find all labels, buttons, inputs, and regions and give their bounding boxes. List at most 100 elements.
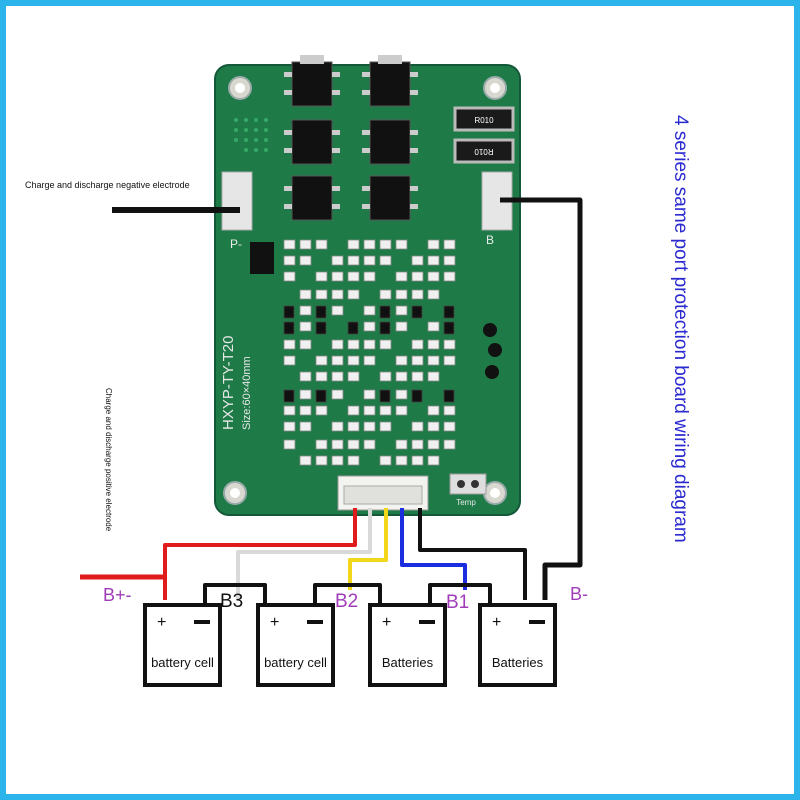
mosfet: [362, 55, 418, 107]
smd-component: [363, 255, 376, 266]
smd-component: [315, 271, 328, 282]
smd-component: [347, 239, 360, 250]
smd-component: [347, 271, 360, 282]
smd-component: [427, 339, 440, 350]
b1-label: B1: [446, 592, 469, 613]
smd-component: [331, 455, 344, 466]
smd-component: [411, 305, 423, 319]
smd-component: [411, 389, 423, 403]
smd-component: [315, 389, 327, 403]
battery-row: +battery cell+battery cell+Batteries+Bat…: [143, 603, 557, 687]
smd-component: [299, 389, 312, 400]
smd-component: [379, 305, 391, 319]
smd-component: [443, 339, 456, 350]
shunt-resistor: R010: [453, 138, 515, 164]
smd-component: [363, 355, 376, 366]
smd-component: [443, 255, 456, 266]
smd-component: [331, 371, 344, 382]
battery-label: battery cell: [151, 655, 214, 670]
wires: [80, 197, 583, 605]
battery-cell: +Batteries: [478, 603, 557, 687]
smd-component: [395, 289, 408, 300]
smd-component: [379, 405, 392, 416]
smd-component: [427, 439, 440, 450]
smd-component: [347, 289, 360, 300]
smd-component: [299, 405, 312, 416]
smd-component: [363, 271, 376, 282]
smd-component: [315, 239, 328, 250]
smd-component: [427, 371, 440, 382]
smd-component: [299, 255, 312, 266]
series-link: [313, 583, 382, 605]
smd-component: [443, 389, 455, 403]
smd-component: [347, 321, 359, 335]
smd-component: [347, 371, 360, 382]
minus-terminal-icon: [307, 620, 323, 624]
smd-component: [299, 455, 312, 466]
smd-component: [299, 321, 312, 332]
smd-component: [347, 339, 360, 350]
smd-component: [483, 323, 497, 337]
pad-p-minus: [221, 171, 253, 231]
battery-body: [478, 603, 557, 687]
battery-body: [256, 603, 335, 687]
smd-component: [331, 305, 344, 316]
b3-label: B3: [220, 591, 243, 612]
temp-pad: [449, 473, 487, 495]
smd-component: [331, 421, 344, 432]
smd-component: [427, 455, 440, 466]
minus-terminal-icon: [194, 620, 210, 624]
smd-component: [363, 239, 376, 250]
smd-component: [379, 255, 392, 266]
smd-component: [363, 321, 376, 332]
temp-label: Temp: [456, 498, 476, 507]
smd-component: [395, 455, 408, 466]
smd-component: [331, 289, 344, 300]
smd-component: [347, 439, 360, 450]
battery-label: battery cell: [264, 655, 327, 670]
smd-component: [363, 389, 376, 400]
wire-red: [163, 508, 357, 600]
diagram-title: 4 series same port protection board wiri…: [670, 115, 691, 543]
smd-component: [315, 455, 328, 466]
battery-body: [143, 603, 222, 687]
smd-component: [411, 371, 424, 382]
mosfet-array: [284, 55, 418, 221]
smd-component: [283, 271, 296, 282]
smd-component: [283, 339, 296, 350]
smd-component: [411, 271, 424, 282]
smd-component: [331, 339, 344, 350]
battery-body: [368, 603, 447, 687]
smd-component: [411, 255, 424, 266]
smd-component: [331, 355, 344, 366]
resistor-label: R010: [474, 147, 494, 156]
smd-component: [427, 405, 440, 416]
smd-component: [299, 305, 312, 316]
smd-component: [485, 365, 499, 379]
smd-component: [427, 239, 440, 250]
smd-component: [427, 321, 440, 332]
series-link: [203, 583, 267, 605]
negative-electrode-label: Charge and discharge negative electrode: [25, 180, 190, 190]
smd-component: [411, 455, 424, 466]
smd-component: [315, 371, 328, 382]
b-minus-label: B-: [570, 584, 588, 604]
smd-component: [315, 305, 327, 319]
wire-b-minus: [500, 197, 583, 600]
battery-label: Batteries: [492, 655, 544, 670]
smd-component: [299, 421, 312, 432]
smd-component: [443, 239, 456, 250]
smd-component: [395, 439, 408, 450]
smd-component: [283, 321, 295, 335]
smd-component: [299, 339, 312, 350]
smd-component: [299, 239, 312, 250]
plus-terminal-label: +: [270, 614, 279, 631]
smd-component: [315, 405, 328, 416]
smd-component: [315, 321, 327, 335]
pcb-board: R010 R010 P- B HXYP-TY-T20 Size:60×40mm: [214, 55, 521, 516]
positive-electrode-label: Charge and discharge positive electrode: [104, 388, 113, 532]
smd-component: [283, 355, 296, 366]
smd-component: [283, 405, 296, 416]
